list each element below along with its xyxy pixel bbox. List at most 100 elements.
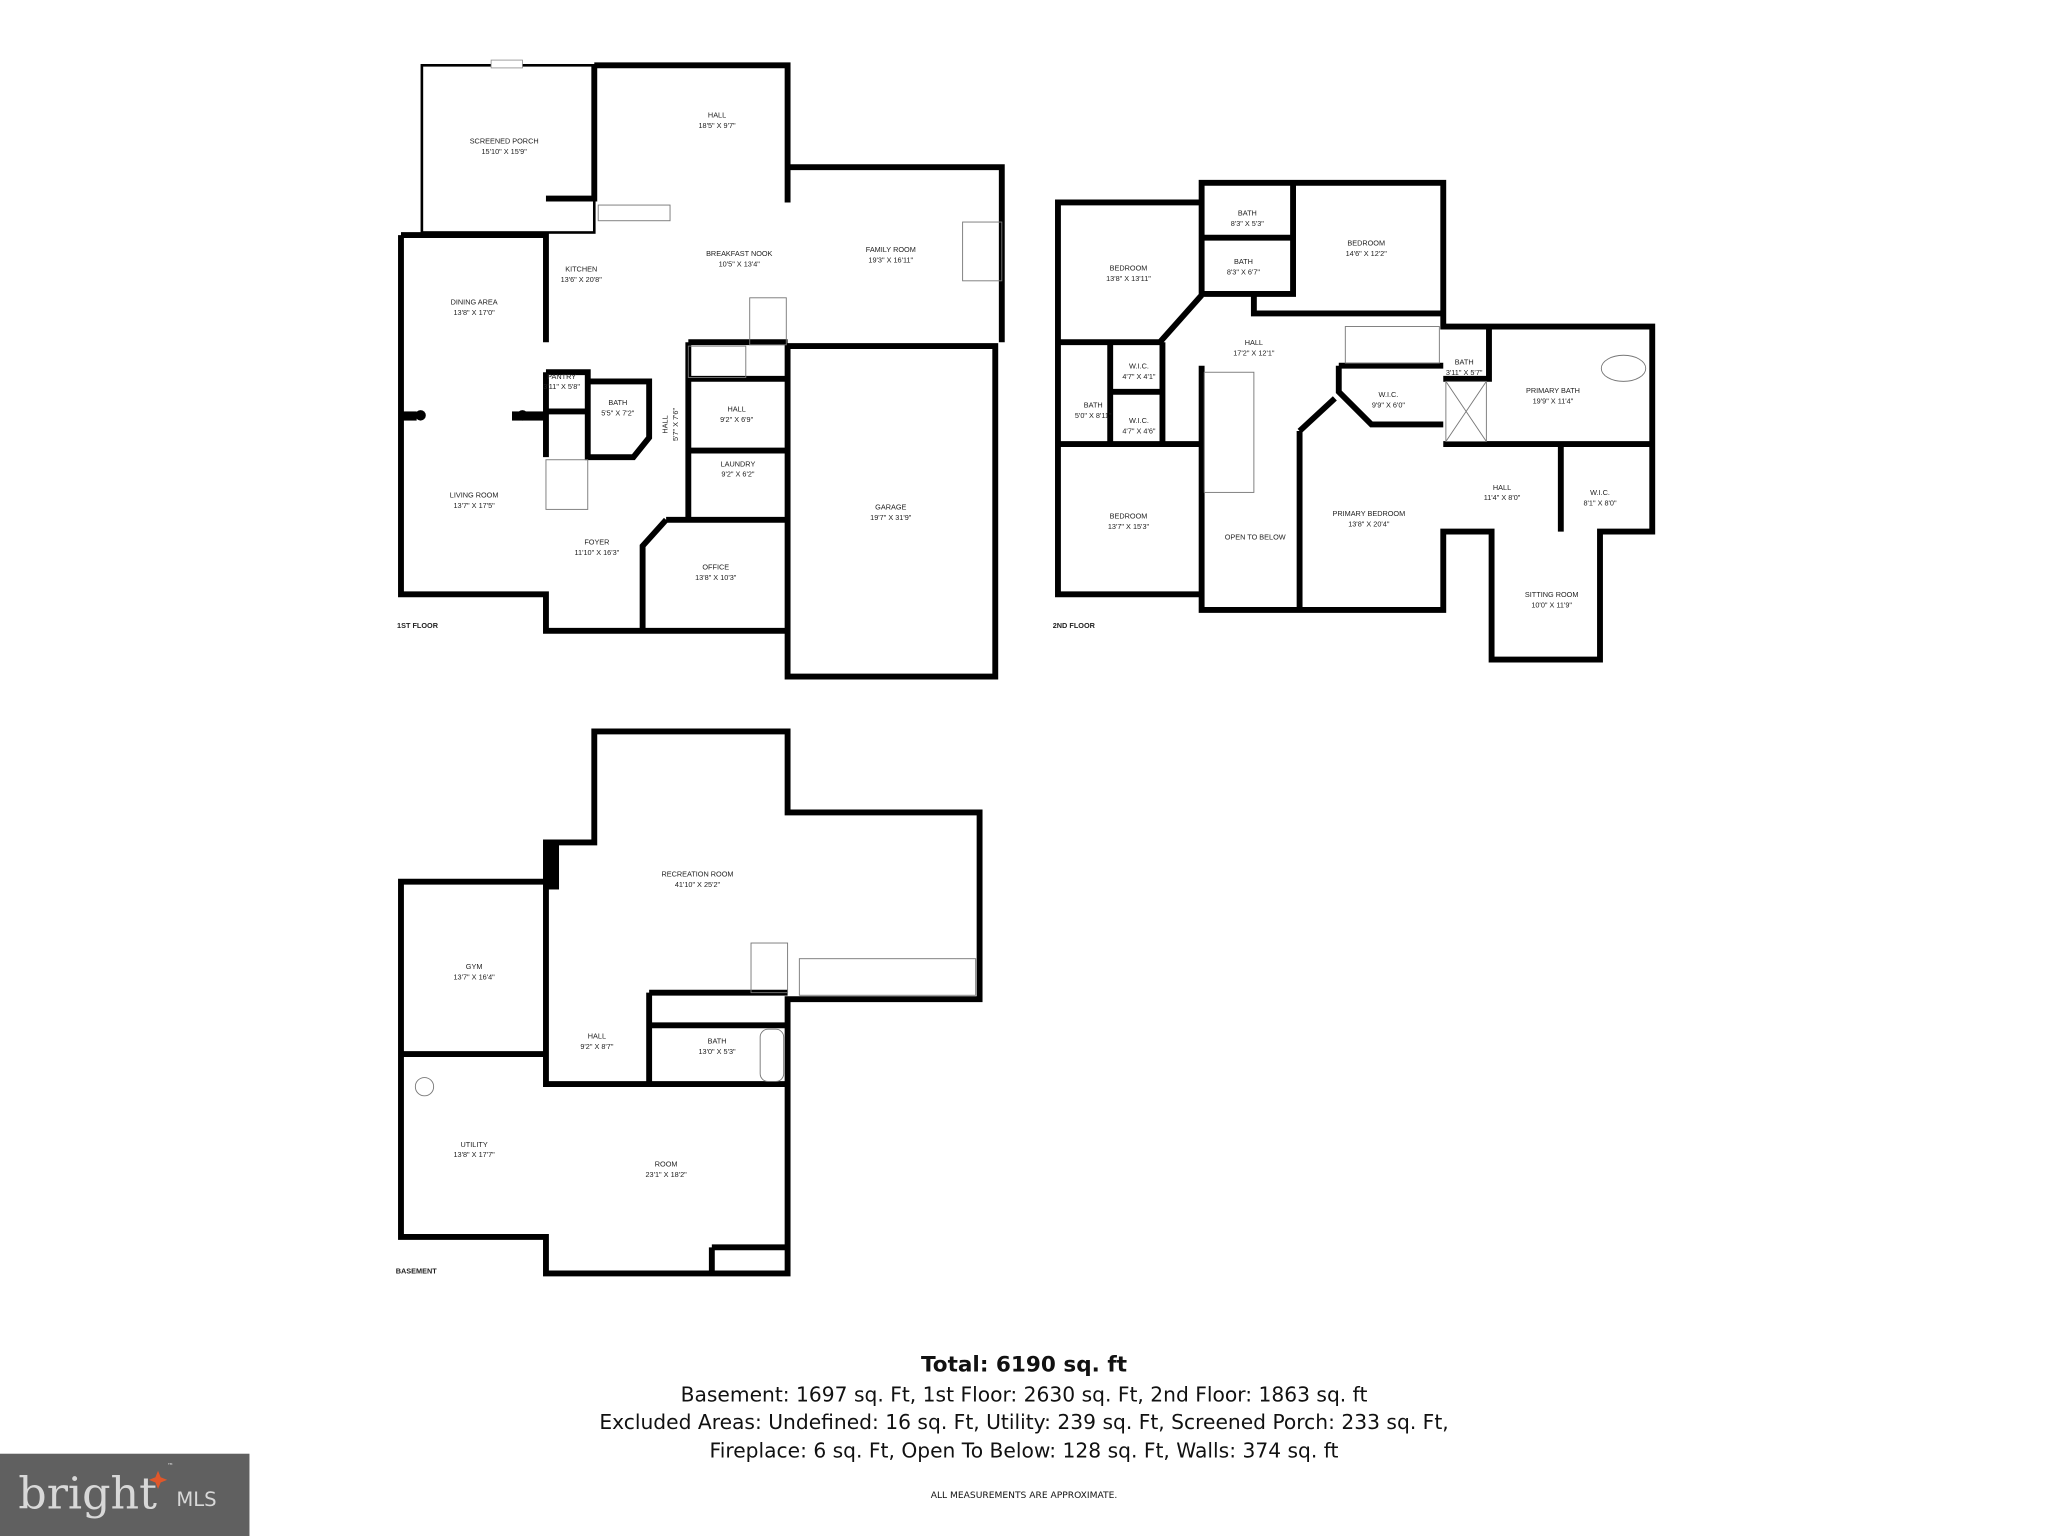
- room-name: W.I.C.: [1378, 390, 1398, 399]
- room-label: W.I.C.9'9" X 6'0": [1372, 390, 1406, 409]
- room-dimensions: 8'3" X 6'7": [1227, 267, 1261, 276]
- room-dimensions: 4'7" X 4'1": [1122, 372, 1156, 381]
- room-dimensions: 23'1" X 18'2": [645, 1170, 687, 1179]
- room-label: OPEN TO BELOW: [1225, 532, 1286, 541]
- second-floor-label: 2ND FLOOR: [1053, 621, 1096, 630]
- room-name: BATH: [1234, 257, 1253, 266]
- room-label: W.I.C. 4'7" X 4'1": [1122, 361, 1156, 380]
- room-label: DINING AREA 13'8" X 17'0": [451, 297, 498, 316]
- room-name: DINING AREA: [451, 297, 498, 306]
- room-dimensions: 9'2" X 6'2": [721, 470, 755, 479]
- room-name: PRIMARY BEDROOM: [1332, 509, 1405, 518]
- room-name: HALL: [660, 415, 669, 433]
- room-dimensions: 5'7" X 7'6": [671, 408, 680, 442]
- room-dimensions: 13'7" X 17'5": [453, 501, 495, 510]
- excluded-areas-1: Excluded Areas: Undefined: 16 sq. Ft, Ut…: [599, 1410, 1448, 1434]
- room-name: BATH: [1238, 209, 1257, 218]
- room-dimensions: 13'6" X 20'8": [561, 275, 603, 284]
- room-name: GARAGE: [875, 502, 906, 511]
- first-floor-stairs: [545, 204, 1003, 510]
- room-dimensions: 13'7" X 16'4": [453, 973, 495, 982]
- room-name: BATH: [1455, 357, 1474, 366]
- floor-areas: Basement: 1697 sq. Ft, 1st Floor: 2630 s…: [681, 1382, 1368, 1406]
- room-dimensions: 14'6" X 12'2": [1346, 249, 1388, 258]
- room-dimensions: 11'4" X 8'0": [1484, 493, 1521, 502]
- room-name: FOYER: [584, 538, 609, 547]
- room-label: OFFICE 13'8" X 10'3": [695, 562, 737, 581]
- basement-label: BASEMENT: [396, 1266, 437, 1275]
- room-name: HALL: [1245, 338, 1263, 347]
- area-summary: Total: 6190 sq. ft Basement: 1697 sq. Ft…: [599, 1352, 1448, 1501]
- room-name: ROOM: [655, 1159, 678, 1168]
- bright-mls-logo: bright ™ MLS: [0, 1453, 250, 1536]
- logo-star-icon: [148, 1470, 168, 1489]
- room-dimensions: 8'1" X 8'0": [1583, 498, 1617, 507]
- room-name: LAUNDRY: [721, 459, 756, 468]
- room-name: PRIMARY BATH: [1526, 386, 1580, 395]
- room-label: ROOM 23'1" X 18'2": [645, 1159, 687, 1178]
- room-dimensions: 10'5" X 13'4": [719, 259, 761, 268]
- approximate-note: ALL MEASUREMENTS ARE APPROXIMATE.: [931, 1491, 1118, 1501]
- logo-brand: bright: [18, 1469, 157, 1520]
- room-dimensions: 13'8" X 17'7": [453, 1150, 495, 1159]
- room-dimensions: 19'9" X 11'4": [1533, 397, 1574, 406]
- room-dimensions: 3'11" X 5'7": [1446, 368, 1483, 377]
- room-name: BATH: [1084, 401, 1103, 410]
- room-dimensions: 9'2" X 8'7": [580, 1042, 614, 1051]
- porch-door: [490, 59, 523, 69]
- room-dimensions: 5'0" X 8'11": [1075, 411, 1112, 420]
- second-floor-stairs: [1203, 326, 1647, 493]
- room-name: HALL: [708, 111, 726, 120]
- excluded-areas-2: Fireplace: 6 sq. Ft, Open To Below: 128 …: [710, 1439, 1339, 1463]
- logo-tm: ™: [167, 1462, 174, 1470]
- room-name: LIVING ROOM: [450, 491, 499, 500]
- room-dimensions: 13'8" X 10'3": [695, 573, 737, 582]
- room-name: BATH: [608, 398, 627, 407]
- room-name: OFFICE: [702, 562, 729, 571]
- first-floor-label: 1ST FLOOR: [397, 621, 439, 630]
- room-dimensions: 17'2" X 12'1": [1233, 348, 1275, 357]
- room-name: SCREENED PORCH: [470, 137, 539, 146]
- basement-walls: [398, 728, 983, 1277]
- room-name: OPEN TO BELOW: [1225, 532, 1286, 541]
- room-name: RECREATION ROOM: [661, 869, 733, 878]
- room-dimensions: 13'8" X 17'0": [453, 308, 495, 317]
- room-dimensions: 5'5" X 7'2": [601, 408, 635, 417]
- room-name: W.I.C.: [1590, 488, 1610, 497]
- room-dimensions: 8'3" X 5'3": [1231, 219, 1265, 228]
- room-dimensions: 13'7" X 15'3": [1108, 522, 1150, 531]
- room-name: W.I.C.: [1129, 361, 1149, 370]
- room-label: W.I.C.4'7" X 4'6": [1122, 416, 1156, 435]
- room-label: BATH 3'11" X 5'7": [1446, 357, 1483, 376]
- room-dimensions: 13'8" X 20'4": [1348, 519, 1390, 528]
- room-name: BEDROOM: [1347, 239, 1385, 248]
- room-label: W.I.C.8'1" X 8'0": [1583, 488, 1617, 507]
- room-dimensions: 18'5" X 9'7": [698, 121, 736, 130]
- room-name: W.I.C.: [1129, 416, 1149, 425]
